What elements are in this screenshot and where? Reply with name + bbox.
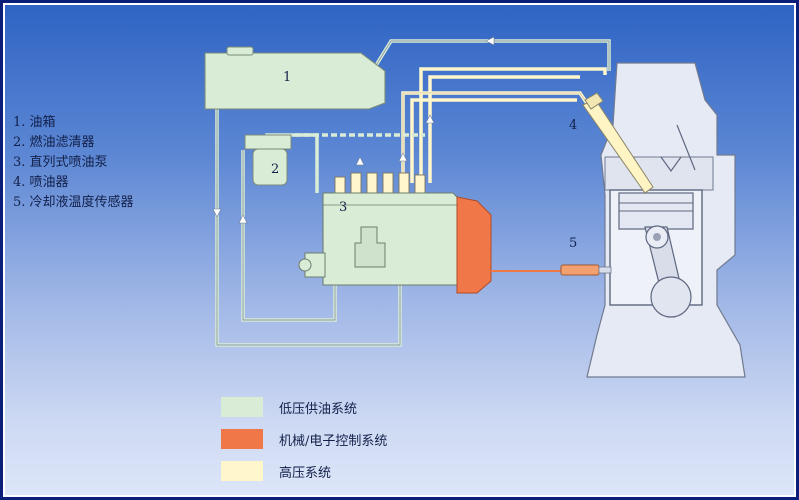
legend-label: 机械/电子控制系统: [279, 434, 388, 449]
label-pump-number: 3: [339, 200, 347, 215]
label-injector-number: 4: [569, 118, 577, 133]
legend-swatch-low-pressure: [221, 397, 263, 417]
fuel-filter: [244, 134, 292, 186]
engine-block: [586, 62, 746, 378]
parts-list: 1. 油箱 2. 燃油滤清器 3. 直列式喷油泵 4. 喷油器 5. 冷却液温度…: [13, 113, 134, 213]
flow-arrows: [212, 36, 495, 224]
label-filter-number: 2: [271, 162, 279, 177]
inline-pump: [298, 172, 565, 294]
label-tank-number: 1: [283, 70, 291, 85]
parts-list-item: 4. 喷油器: [13, 175, 69, 190]
parts-list-item: 5. 冷却液温度传感器: [13, 195, 134, 210]
parts-list-item: 1. 油箱: [13, 115, 56, 130]
fuel-system-diagram: 1 2 3 4 5: [204, 36, 746, 378]
label-sensor-number: 5: [569, 236, 577, 251]
parts-list-item: 3. 直列式喷油泵: [13, 155, 108, 170]
coolant-temp-sensor: [560, 264, 612, 276]
legend-label: 高压系统: [279, 466, 332, 481]
legend-label: 低压供油系统: [279, 402, 358, 417]
legend-swatch-control: [221, 429, 263, 449]
injector: [582, 92, 654, 194]
parts-list-item: 2. 燃油滤清器: [13, 135, 95, 150]
fuel-tank: [204, 46, 386, 110]
legend-swatch-high-pressure: [221, 461, 263, 481]
diagram-frame: 1 2 3 4 5 1. 油箱 2. 燃油滤清器 3. 直列式喷油泵 4. 喷油…: [3, 3, 796, 497]
